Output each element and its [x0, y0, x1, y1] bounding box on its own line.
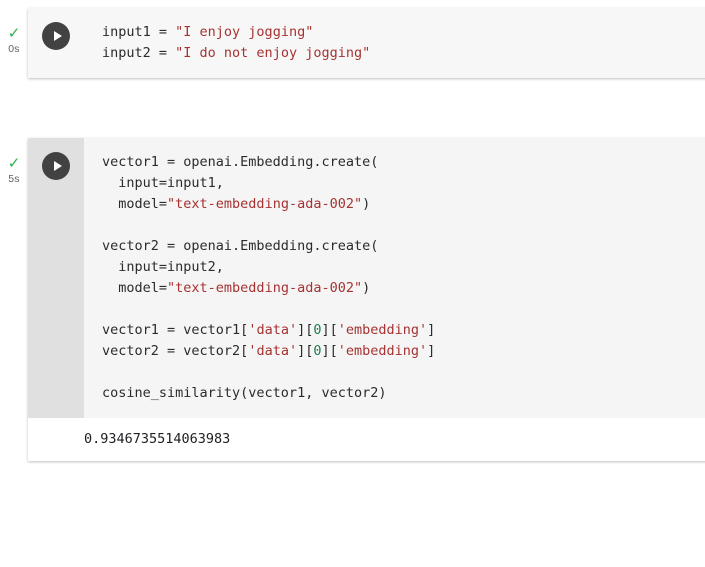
cell-gutter — [28, 8, 84, 78]
code-token: model= — [102, 280, 168, 296]
code-token: vector1 = openai.Embedding.create( — [102, 154, 379, 170]
code-token: "I do not enjoy jogging" — [175, 45, 371, 61]
code-token: "text-embedding-ada-002" — [167, 196, 363, 212]
code-token: vector1 = vector1[ — [102, 322, 249, 338]
code-token: 0 — [313, 343, 322, 359]
code-token: vector2 = vector2[ — [102, 343, 249, 359]
code-cell-2[interactable]: vector1 = openai.Embedding.create( input… — [28, 138, 705, 461]
code-cell-1[interactable]: input1 = "I enjoy jogging" input2 = "I d… — [28, 8, 705, 78]
cell-status-2: ✓ 5s — [0, 155, 28, 185]
run-cell-button[interactable] — [42, 22, 70, 50]
code-editor-area[interactable]: vector1 = openai.Embedding.create( input… — [84, 138, 705, 418]
code-token: 'embedding' — [337, 322, 428, 338]
check-icon: ✓ — [7, 25, 21, 42]
code-token: cosine_similarity(vector1, vector2) — [102, 385, 387, 401]
code-token: vector2 = openai.Embedding.create( — [102, 238, 379, 254]
code-token: 0 — [313, 322, 322, 338]
code-token: ][ — [321, 343, 338, 359]
code-token: input1 = — [102, 24, 176, 40]
code-token: ] — [427, 322, 436, 338]
code-token: 'embedding' — [337, 343, 428, 359]
code-token: "I enjoy jogging" — [175, 24, 314, 40]
cell-gutter — [28, 138, 84, 418]
code-token: input=input1, — [102, 175, 224, 191]
code-token: model= — [102, 196, 168, 212]
run-cell-button[interactable] — [42, 152, 70, 180]
code-token: input2 = — [102, 45, 176, 61]
cell-output-area: 0.9346735514063983 — [28, 418, 705, 461]
code-token: 'data' — [248, 322, 298, 338]
cell-body: vector1 = openai.Embedding.create( input… — [28, 138, 705, 418]
code-token: 'data' — [248, 343, 298, 359]
code-token: input=input2, — [102, 259, 224, 275]
code-token: "text-embedding-ada-002" — [167, 280, 363, 296]
code-editor-area[interactable]: input1 = "I enjoy jogging" input2 = "I d… — [84, 8, 705, 78]
code-content[interactable]: input1 = "I enjoy jogging" input2 = "I d… — [102, 22, 705, 64]
code-token: ][ — [297, 322, 314, 338]
output-value: 0.9346735514063983 — [84, 431, 231, 447]
check-icon: ✓ — [7, 155, 21, 172]
cell-status-1: ✓ 0s — [0, 25, 28, 55]
code-token: ][ — [321, 322, 338, 338]
elapsed-time-label: 5s — [8, 173, 20, 185]
cell-body: input1 = "I enjoy jogging" input2 = "I d… — [28, 8, 705, 78]
code-token: ][ — [297, 343, 314, 359]
code-token: ) — [362, 280, 371, 296]
elapsed-time-label: 0s — [8, 43, 20, 55]
play-icon — [53, 31, 62, 41]
play-icon — [53, 161, 62, 171]
code-content[interactable]: vector1 = openai.Embedding.create( input… — [102, 152, 705, 404]
code-token: ) — [362, 196, 371, 212]
code-token: ] — [427, 343, 436, 359]
